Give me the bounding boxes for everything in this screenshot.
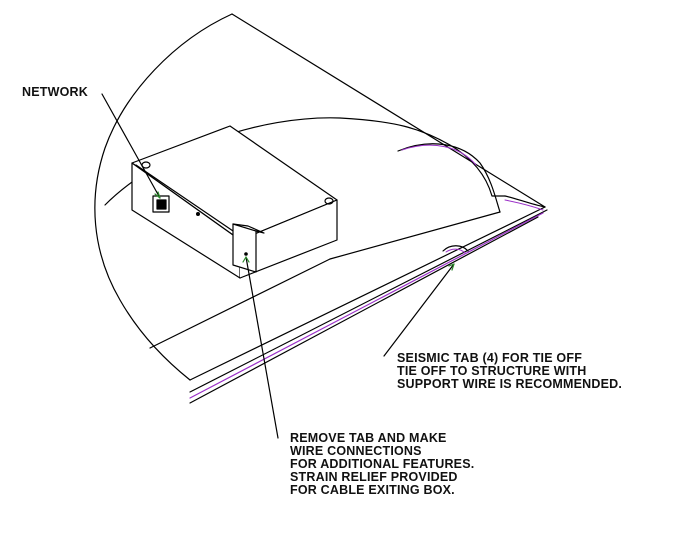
remove-tab-callout: REMOVE TAB AND MAKE WIRE CONNECTIONS FOR…: [290, 432, 474, 497]
indicator-dot: [196, 212, 201, 217]
remove-tab-line: STRAIN RELIEF PROVIDED: [290, 470, 458, 484]
flange-rail-2: [189, 209, 548, 393]
housing-floor-line-2: [329, 211, 501, 260]
seismic-leader-line: [383, 263, 455, 357]
seismic-tab-line: TIE OFF TO STRUCTURE WITH: [397, 364, 587, 378]
remove-tab-line: WIRE CONNECTIONS: [290, 444, 422, 458]
remove-tab-line: FOR ADDITIONAL FEATURES.: [290, 457, 475, 471]
remove-tab-leader-line: [245, 256, 279, 439]
network-jack-port: [156, 199, 167, 210]
removable-tab: [232, 223, 257, 273]
housing-top-edge: [231, 13, 546, 208]
seismic-tab-outline: [442, 245, 469, 252]
flange-rail-1: [189, 206, 546, 381]
remove-tab-line: REMOVE TAB AND MAKE: [290, 431, 447, 445]
seismic-tab-callout: SEISMIC TAB (4) FOR TIE OFF TIE OFF TO S…: [397, 352, 622, 391]
seismic-tab-line: SUPPORT WIRE IS RECOMMENDED.: [397, 377, 623, 391]
seismic-arrow: [448, 263, 455, 271]
junction-box-edge: [135, 164, 237, 234]
remove-tab-arrow: [242, 256, 250, 263]
rail-end-cap: [504, 195, 546, 208]
housing-hood-inner: [397, 143, 501, 213]
network-leader-line: [101, 93, 161, 199]
flange-rail-accent: [189, 212, 544, 399]
housing-hood-accent: [401, 144, 477, 166]
network-label: NETWORK: [22, 85, 88, 99]
rail-end-cap-accent: [504, 199, 544, 211]
remove-tab-line: FOR CABLE EXITING BOX.: [290, 483, 455, 497]
screw-head-right: [324, 197, 334, 205]
seismic-tab-accent: [445, 248, 466, 254]
removable-tab-dot: [244, 252, 248, 256]
seismic-tab-line: SEISMIC TAB (4) FOR TIE OFF: [397, 351, 583, 365]
junction-box-side: [239, 199, 338, 279]
flange-rail-3: [189, 216, 539, 404]
network-arrow: [154, 191, 161, 199]
housing-floor-line-1: [149, 258, 331, 349]
removable-tab-edge: [232, 223, 265, 234]
detail-circle-outline: [94, 13, 233, 381]
